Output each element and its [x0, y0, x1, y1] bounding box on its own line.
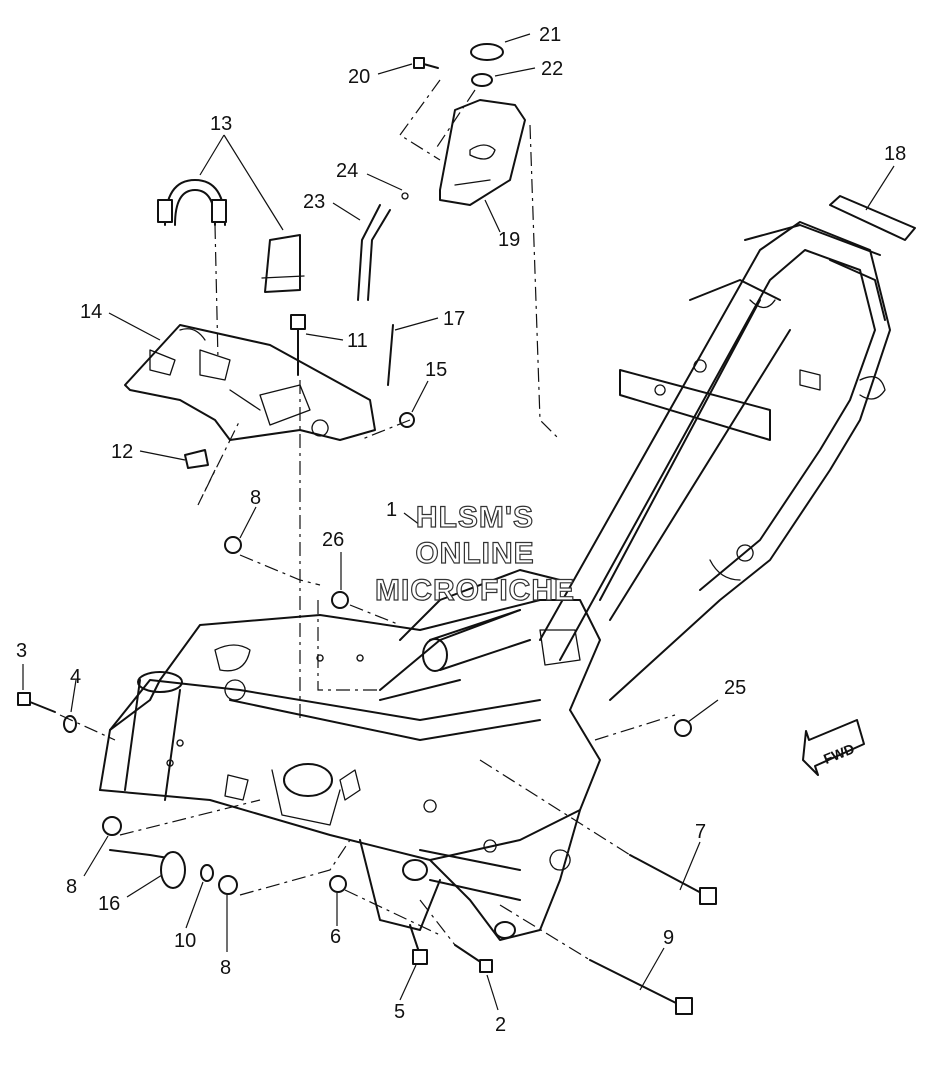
watermark: HLSM'S ONLINE MICROFICHE: [374, 500, 575, 607]
watermark-line-2: ONLINE: [415, 537, 534, 570]
callout-1: 1: [386, 499, 397, 521]
callout-6: 6: [330, 926, 341, 948]
watermark-line-3: MICROFICHE: [375, 574, 575, 607]
callout-22: 22: [541, 58, 563, 80]
alignment-lines: [59, 79, 676, 961]
callout-18: 18: [884, 143, 906, 165]
callout-9: 9: [663, 927, 674, 949]
watermark-line-1: HLSM'S: [416, 501, 534, 534]
callout-11: 11: [347, 330, 368, 352]
callout-5: 5: [394, 1001, 405, 1023]
callout-12: 12: [111, 441, 133, 463]
callout-8-bottom: 8: [220, 957, 231, 979]
leader-lines: [22, 33, 895, 1011]
forward-direction-arrow: FWD: [802, 719, 865, 776]
callout-10: 10: [174, 930, 196, 952]
callout-25: 25: [724, 677, 746, 699]
callout-24: 24: [336, 160, 358, 182]
callout-3: 3: [16, 640, 27, 662]
callout-14: 14: [80, 301, 102, 323]
battery-strap-part: [157, 179, 305, 293]
callout-20: 20: [348, 66, 370, 88]
battery-tray-part: [124, 324, 376, 441]
callout-7: 7: [695, 821, 706, 843]
seat-pad-part: [829, 195, 916, 241]
callout-21: 21: [539, 24, 561, 46]
callout-15: 15: [425, 359, 447, 381]
callout-2: 2: [495, 1014, 506, 1036]
callout-19: 19: [498, 229, 520, 251]
callout-26: 26: [322, 529, 344, 551]
callout-13: 13: [210, 113, 232, 135]
callout-4: 4: [70, 666, 81, 688]
reservoir-part: [357, 43, 526, 301]
callout-labels: 21 22 20 24 23 19 13 18 14 11 17 15 12 1…: [16, 24, 906, 1036]
callout-8-top: 8: [250, 487, 261, 509]
main-frame-part: [99, 221, 891, 941]
callout-17: 17: [443, 308, 465, 330]
callout-23: 23: [303, 191, 325, 213]
small-parts: [17, 314, 717, 1015]
callout-8-left: 8: [66, 876, 77, 898]
callout-16: 16: [98, 893, 120, 915]
